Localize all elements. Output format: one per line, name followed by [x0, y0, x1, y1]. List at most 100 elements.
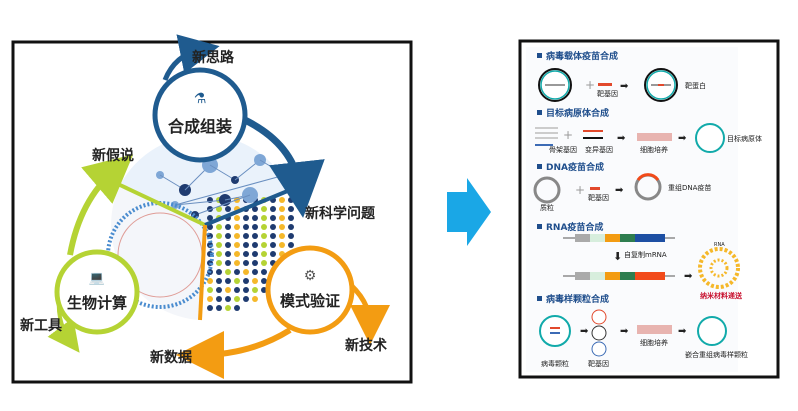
dot — [279, 242, 285, 248]
svg-text:+: + — [585, 78, 595, 92]
dot — [270, 251, 276, 257]
dot — [288, 242, 294, 248]
right-panel: 病毒载体疫苗合成 目标病原体合成 DNA疫苗合成 RNA疫苗合成 病毒样颗粒合成… — [518, 39, 780, 379]
dot — [252, 278, 258, 284]
dot — [216, 296, 222, 302]
svg-text:➡: ➡ — [580, 326, 589, 337]
dot — [225, 233, 231, 239]
dot — [216, 278, 222, 284]
dot — [225, 287, 231, 293]
dot — [207, 278, 213, 284]
arrow-new-question — [243, 116, 325, 218]
dot — [252, 242, 258, 248]
dot — [243, 287, 249, 293]
svg-text:+: + — [563, 128, 573, 142]
svg-text:➡: ➡ — [684, 271, 693, 282]
dot — [234, 251, 240, 257]
dot — [261, 260, 267, 266]
bond — [209, 164, 236, 181]
dot — [216, 260, 222, 266]
dot — [225, 224, 231, 230]
dot — [261, 233, 267, 239]
label-synthesis: 合成组装 — [168, 117, 232, 136]
section-title-vlp: 病毒样颗粒合成 — [546, 293, 609, 305]
molecule-network — [156, 154, 293, 219]
dot — [243, 278, 249, 284]
label-target-gene-1: 靶基因 — [597, 89, 618, 98]
dot — [252, 260, 258, 266]
dot — [234, 296, 240, 302]
section-title-dna: DNA疫苗合成 — [546, 161, 604, 173]
dot — [234, 305, 240, 311]
label-target-gene-5: 靶基因 — [588, 359, 609, 368]
dot — [243, 269, 249, 275]
dot — [270, 242, 276, 248]
label-nano-delivery: 纳米材料递送 — [700, 291, 743, 300]
computing-node: 💻 生物计算 — [54, 249, 140, 335]
dot — [270, 224, 276, 230]
label-new-tool: 新工具 — [20, 317, 62, 334]
label-self-replicating-mrna: 自复制mRNA — [624, 250, 667, 259]
svg-text:➡: ➡ — [678, 133, 687, 144]
dot — [216, 206, 222, 212]
dot — [225, 206, 231, 212]
svg-text:➡: ➡ — [678, 326, 687, 337]
arrow-new-hypothesis — [67, 154, 134, 256]
dot — [207, 287, 213, 293]
label-target-protein: 靶蛋白 — [685, 81, 706, 90]
dot — [234, 269, 240, 275]
dot — [279, 206, 285, 212]
dot — [252, 269, 258, 275]
validation-node: ⚙ 模式验证 — [265, 245, 355, 335]
dot — [261, 269, 267, 275]
label-chimeric-vlp: 嵌合重组病毒样颗粒 — [685, 350, 748, 359]
bond — [174, 199, 226, 206]
dot — [279, 233, 285, 239]
dot — [288, 233, 294, 239]
big-right-arrow — [447, 178, 491, 246]
label-new-data: 新数据 — [150, 349, 192, 366]
dot — [252, 233, 258, 239]
svg-text:➡: ➡ — [620, 81, 629, 92]
dot — [234, 287, 240, 293]
label-plasmid: 质粒 — [540, 203, 554, 212]
dot — [279, 224, 285, 230]
dot — [234, 233, 240, 239]
dot — [207, 305, 213, 311]
dot — [216, 224, 222, 230]
dot — [216, 305, 222, 311]
dot — [288, 197, 294, 203]
dot — [288, 206, 294, 212]
dot — [243, 251, 249, 257]
flask-icon: ⚗ — [194, 91, 207, 107]
label-cell-culture-1: 细胞培养 — [640, 145, 668, 154]
dot — [288, 224, 294, 230]
dot — [225, 260, 231, 266]
dot — [261, 287, 267, 293]
label-new-idea: 新思路 — [192, 49, 235, 66]
svg-text:+: + — [575, 183, 585, 197]
dot — [261, 215, 267, 221]
label-target-gene-3: 靶基因 — [588, 193, 609, 202]
gear-icon: ⚙ — [304, 268, 317, 284]
dot — [225, 251, 231, 257]
section-title-rna: RNA疫苗合成 — [546, 221, 603, 233]
dot — [225, 305, 231, 311]
dot — [207, 215, 213, 221]
section-title-pathogen: 目标病原体合成 — [546, 107, 609, 119]
dot — [243, 233, 249, 239]
label-target-pathogen: 目标病原体 — [727, 134, 762, 143]
synthesis-node: ⚗ 合成组装 — [152, 67, 248, 163]
dot — [225, 278, 231, 284]
left-panel: ⚗ 合成组装 💻 生物计算 ⚙ 模式验证 新思路 新科学问题 新假说 新工具 新… — [11, 34, 413, 384]
dot — [252, 296, 258, 302]
dot — [261, 206, 267, 212]
label-cell-culture-2: 细胞培养 — [640, 338, 668, 347]
dot — [270, 233, 276, 239]
arrow-new-data — [176, 327, 292, 379]
dot — [216, 269, 222, 275]
dot — [207, 296, 213, 302]
dot — [216, 251, 222, 257]
label-backbone-gene: 骨架基因 — [549, 145, 577, 154]
